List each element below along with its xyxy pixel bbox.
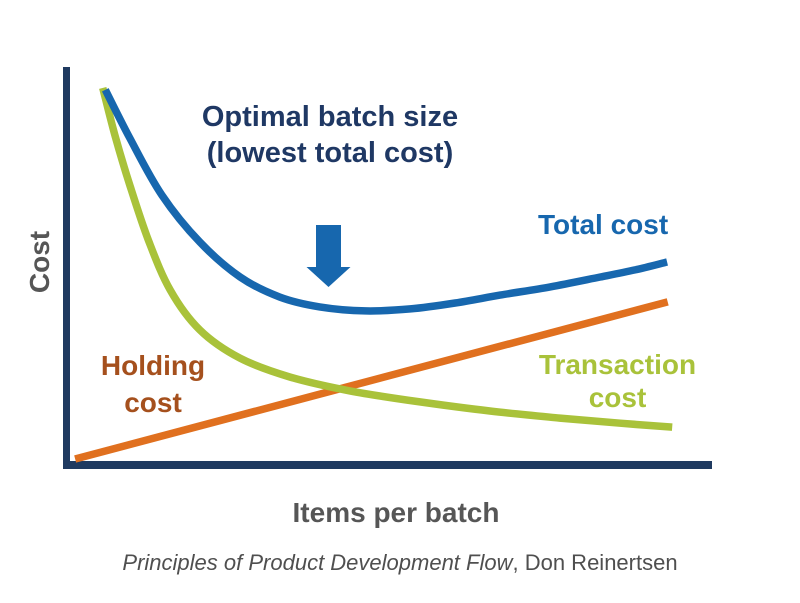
source-caption: Principles of Product Development Flow, … [0,550,800,576]
x-axis-line [63,461,712,469]
y-axis-title: Cost [24,230,55,294]
total-cost-series-label: Total cost [538,209,669,240]
series-line-holding-cost [74,298,669,463]
annotation-line1: Optimal batch size [201,101,459,133]
annotation-optimal-batch-size: Optimal batch size (lowest total cost) [160,99,500,171]
caption-book-title: Principles of Product Development Flow [122,550,513,575]
down-arrow-icon [306,225,351,287]
annotation-line2: (lowest total cost) [206,137,454,169]
x-axis-title: Items per batch [292,497,500,528]
series-curves [74,86,673,463]
holding-label-line2: cost [124,387,182,418]
transaction-label-line1: Transaction [538,349,697,380]
series-line-total-cost [101,88,668,315]
y-axis-line [63,67,70,469]
holding-label-line1: Holding [100,350,206,381]
transaction-cost-series-label: Transaction cost [530,348,705,414]
transaction-label-line2: cost [588,382,647,413]
holding-cost-series-label: Holding cost [93,347,213,421]
caption-author: , Don Reinertsen [512,550,678,575]
series-line-transaction-cost [99,86,673,431]
